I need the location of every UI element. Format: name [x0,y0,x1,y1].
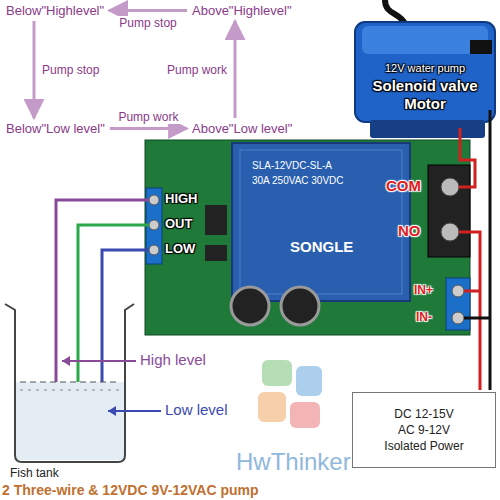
water-surface [20,390,120,391]
screw [441,223,459,241]
node-text: Above"Low level" [190,120,294,137]
fish-tank [5,304,134,462]
node-text: AC 9-12V [398,422,450,438]
water [16,382,124,460]
flow-arrow [110,127,187,130]
node-text: Isolated Power [384,438,463,454]
edge-label: Pump work [165,63,229,77]
flow-arrow [234,21,237,118]
black-wire [464,110,490,390]
leader-head [108,406,116,416]
node-text: Below"Low level" [4,120,107,137]
edge-label: Pump stop [40,63,101,77]
capacitor [231,287,269,325]
capacitor [281,287,319,325]
screw [149,220,159,230]
state-label: Above"Low level" [190,120,294,137]
terminal-block [446,278,470,330]
pump-top [362,26,488,54]
flow-arrow [33,21,36,118]
edge-label: Pump work [116,110,180,124]
pump-cable [385,0,405,24]
state-label: Below"Highlevel" [4,2,106,19]
screw [441,178,459,196]
leader-head [62,356,70,366]
pin-name: COM [386,177,421,194]
water-surface [20,382,120,383]
part-label: 30A 250VAC 30VDC [252,175,344,186]
node-text: Motor [356,95,494,112]
chip [205,205,227,235]
relay [232,143,410,301]
leader-line [62,360,136,362]
node-text: DC 12-15V [394,406,453,422]
power-box: DC 12-15VAC 9-12VIsolated Power [352,392,496,468]
pin-name: HIGH [165,191,198,206]
node-text: Below"Highlevel" [4,2,106,19]
watermark-logo [258,360,322,428]
watermark: HwThinker [236,448,351,476]
pcb [145,140,470,335]
screw [149,245,159,255]
node-text: Above"Highlevel" [190,2,294,19]
pump-body [355,22,495,122]
pin-name: IN- [416,310,432,324]
part-label: Low level [165,401,228,418]
state-label: Below"Low level" [4,120,107,137]
screw [452,285,464,297]
pin-name: LOW [165,241,195,256]
red-wire [459,128,475,187]
flow-arrow [109,9,187,12]
pin-name: NO [398,222,421,239]
chip [205,245,227,261]
pump-box: 12V water pumpSolenoid valveMotor [356,62,494,112]
terminal-block [428,165,470,257]
part-label: SLA-12VDC-SL-A [252,160,332,171]
screw [149,195,159,205]
pump-base [370,120,485,138]
pump-outlet [470,40,492,54]
relay-edge [240,150,402,294]
node-text: Solenoid valve [356,77,494,94]
edge-label: Pump stop [117,16,178,30]
pin-name: OUT [165,216,192,231]
node-text: 12V water pump [356,62,494,74]
part-label: High level [140,351,206,368]
red-wire [459,232,480,390]
part-label: SONGLE [290,238,353,255]
part-label: Fish tank [10,466,59,480]
pin-name: IN+ [414,283,433,297]
screw [452,312,464,324]
state-label: Above"Highlevel" [190,2,294,19]
caption: 2 Three-wire & 12VDC 9V-12VAC pump [2,482,258,498]
